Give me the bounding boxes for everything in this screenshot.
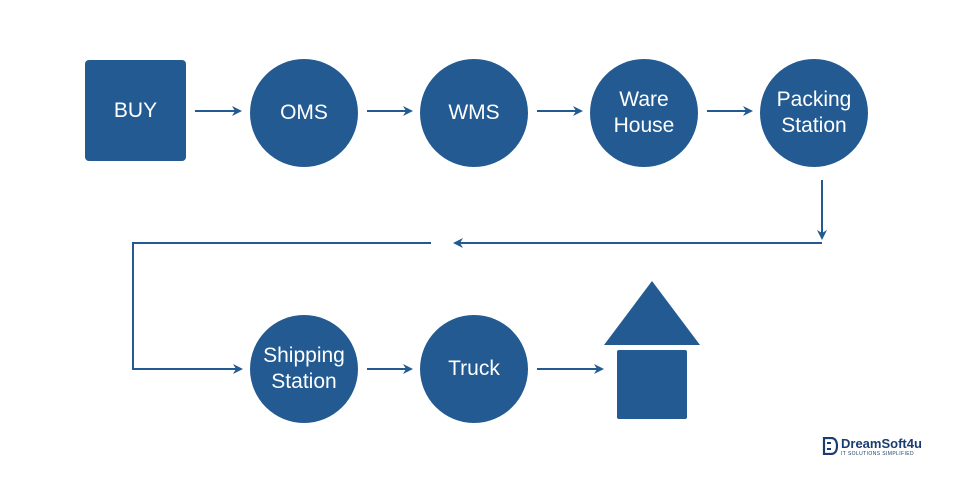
brand-tagline: IT SOLUTIONS SIMPLIFIED [841, 451, 915, 457]
brand-mark-icon [822, 437, 838, 455]
connector-to-shipping [132, 242, 431, 374]
node-buy-label: BUY [113, 98, 158, 122]
home-roof [604, 281, 700, 345]
node-wms: WMS [420, 59, 528, 167]
node-shipping-station-label: Shipping Station [263, 344, 345, 393]
node-buy: BUY [85, 60, 186, 161]
node-packing-station: Packing Station [760, 59, 868, 167]
node-oms: OMS [250, 59, 358, 167]
node-truck: Truck [420, 315, 528, 423]
node-shipping-station: Shipping Station [250, 315, 358, 423]
node-warehouse: Ware House [590, 59, 698, 167]
home-body [617, 350, 687, 419]
node-oms-label: OMS [280, 101, 328, 124]
node-packing-station-label: Packing Station [776, 88, 852, 137]
brand-name: DreamSoft4u [841, 436, 922, 451]
home-icon [604, 281, 700, 419]
brand-logo: DreamSoft4u IT SOLUTIONS SIMPLIFIED [822, 436, 934, 459]
node-wms-label: WMS [448, 101, 500, 124]
node-truck-label: Truck [448, 357, 500, 380]
node-warehouse-label: Ware House [613, 88, 675, 137]
